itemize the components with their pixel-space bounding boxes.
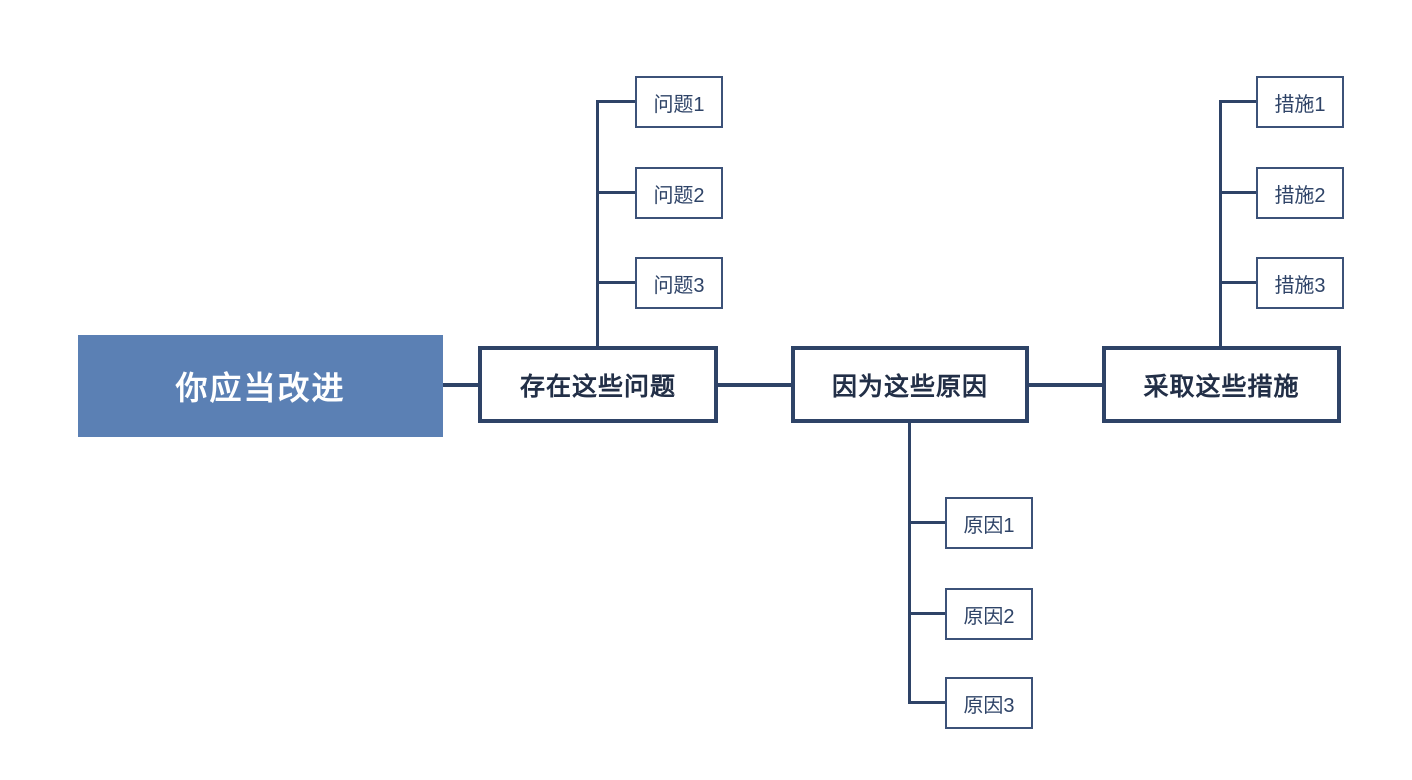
- stub-measure-1: [1219, 100, 1256, 103]
- trunk-measures: [1219, 101, 1222, 346]
- child-node-measure-1[interactable]: 措施1: [1256, 76, 1344, 128]
- branch-node-measures-label: 采取这些措施: [1143, 372, 1300, 401]
- connector-problems-to-reasons: [718, 383, 791, 387]
- stub-problem-2: [596, 191, 635, 194]
- branch-node-measures[interactable]: 采取这些措施: [1102, 346, 1341, 423]
- child-node-measure-3[interactable]: 措施3: [1256, 257, 1344, 309]
- child-node-measure-1-label: 措施1: [1274, 93, 1326, 116]
- root-node[interactable]: 你应当改进: [78, 335, 443, 437]
- child-node-problem-1[interactable]: 问题1: [635, 76, 723, 128]
- child-node-problem-2[interactable]: 问题2: [635, 167, 723, 219]
- child-node-reason-2-label: 原因2: [963, 605, 1015, 628]
- branch-node-reasons-label: 因为这些原因: [831, 372, 988, 401]
- child-node-reason-1-label: 原因1: [963, 514, 1015, 537]
- trunk-reasons: [908, 423, 911, 704]
- root-node-label: 你应当改进: [175, 370, 346, 406]
- branch-node-problems-label: 存在这些问题: [519, 372, 676, 401]
- child-node-reason-3[interactable]: 原因3: [945, 677, 1033, 729]
- child-node-measure-2-label: 措施2: [1274, 184, 1326, 207]
- child-node-reason-3-label: 原因3: [963, 694, 1015, 717]
- stub-reason-2: [908, 612, 945, 615]
- trunk-problems: [596, 101, 599, 346]
- child-node-problem-3[interactable]: 问题3: [635, 257, 723, 309]
- child-node-measure-2[interactable]: 措施2: [1256, 167, 1344, 219]
- branch-node-reasons[interactable]: 因为这些原因: [791, 346, 1029, 423]
- child-node-measure-3-label: 措施3: [1274, 274, 1326, 297]
- stub-problem-1: [596, 100, 635, 103]
- stub-measure-2: [1219, 191, 1256, 194]
- connector-root-to-problems: [443, 383, 480, 387]
- connector-reasons-to-measures: [1029, 383, 1102, 387]
- branch-node-problems[interactable]: 存在这些问题: [478, 346, 718, 423]
- stub-reason-3: [908, 701, 945, 704]
- child-node-reason-2[interactable]: 原因2: [945, 588, 1033, 640]
- child-node-reason-1[interactable]: 原因1: [945, 497, 1033, 549]
- child-node-problem-1-label: 问题1: [653, 93, 705, 116]
- child-node-problem-2-label: 问题2: [653, 184, 705, 207]
- stub-measure-3: [1219, 281, 1256, 284]
- stub-problem-3: [596, 281, 635, 284]
- child-node-problem-3-label: 问题3: [653, 274, 705, 297]
- stub-reason-1: [908, 521, 945, 524]
